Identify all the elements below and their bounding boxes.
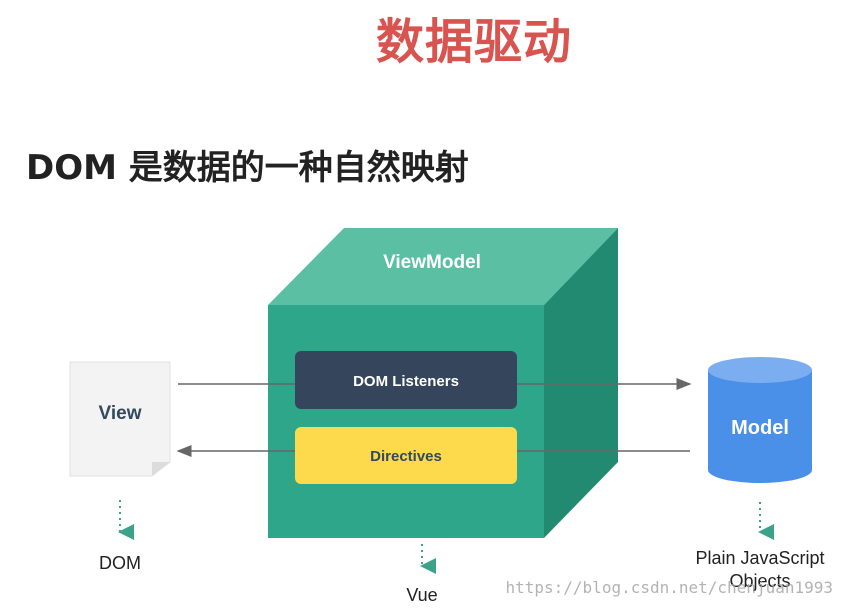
cube-side-face <box>544 228 618 538</box>
watermark: https://blog.csdn.net/chenjuan1993 <box>505 578 833 597</box>
model-caption-line1: Plain JavaScript <box>695 548 824 568</box>
page-title: 数据驱动 <box>375 14 572 70</box>
viewmodel-label: ViewModel <box>383 252 481 273</box>
directives-label: Directives <box>370 448 442 465</box>
view-label: View <box>99 403 142 424</box>
dom-listeners-box: DOM Listeners <box>295 351 517 409</box>
view-document: View <box>69 361 171 477</box>
dom-caption: DOM <box>99 553 141 573</box>
model-label: Model <box>731 417 789 439</box>
subtitle: DOM 是数据的一种自然映射 <box>26 148 469 188</box>
dom-listeners-label: DOM Listeners <box>353 373 459 390</box>
model-caption-line2: Objects <box>729 571 790 591</box>
directives-box: Directives <box>295 427 517 484</box>
model-database: Model <box>708 357 812 483</box>
vue-caption: Vue <box>406 585 437 605</box>
viewmodel-cube: ViewModel <box>268 228 618 538</box>
cube-front-face <box>268 305 544 538</box>
cube-top-face <box>268 228 618 305</box>
